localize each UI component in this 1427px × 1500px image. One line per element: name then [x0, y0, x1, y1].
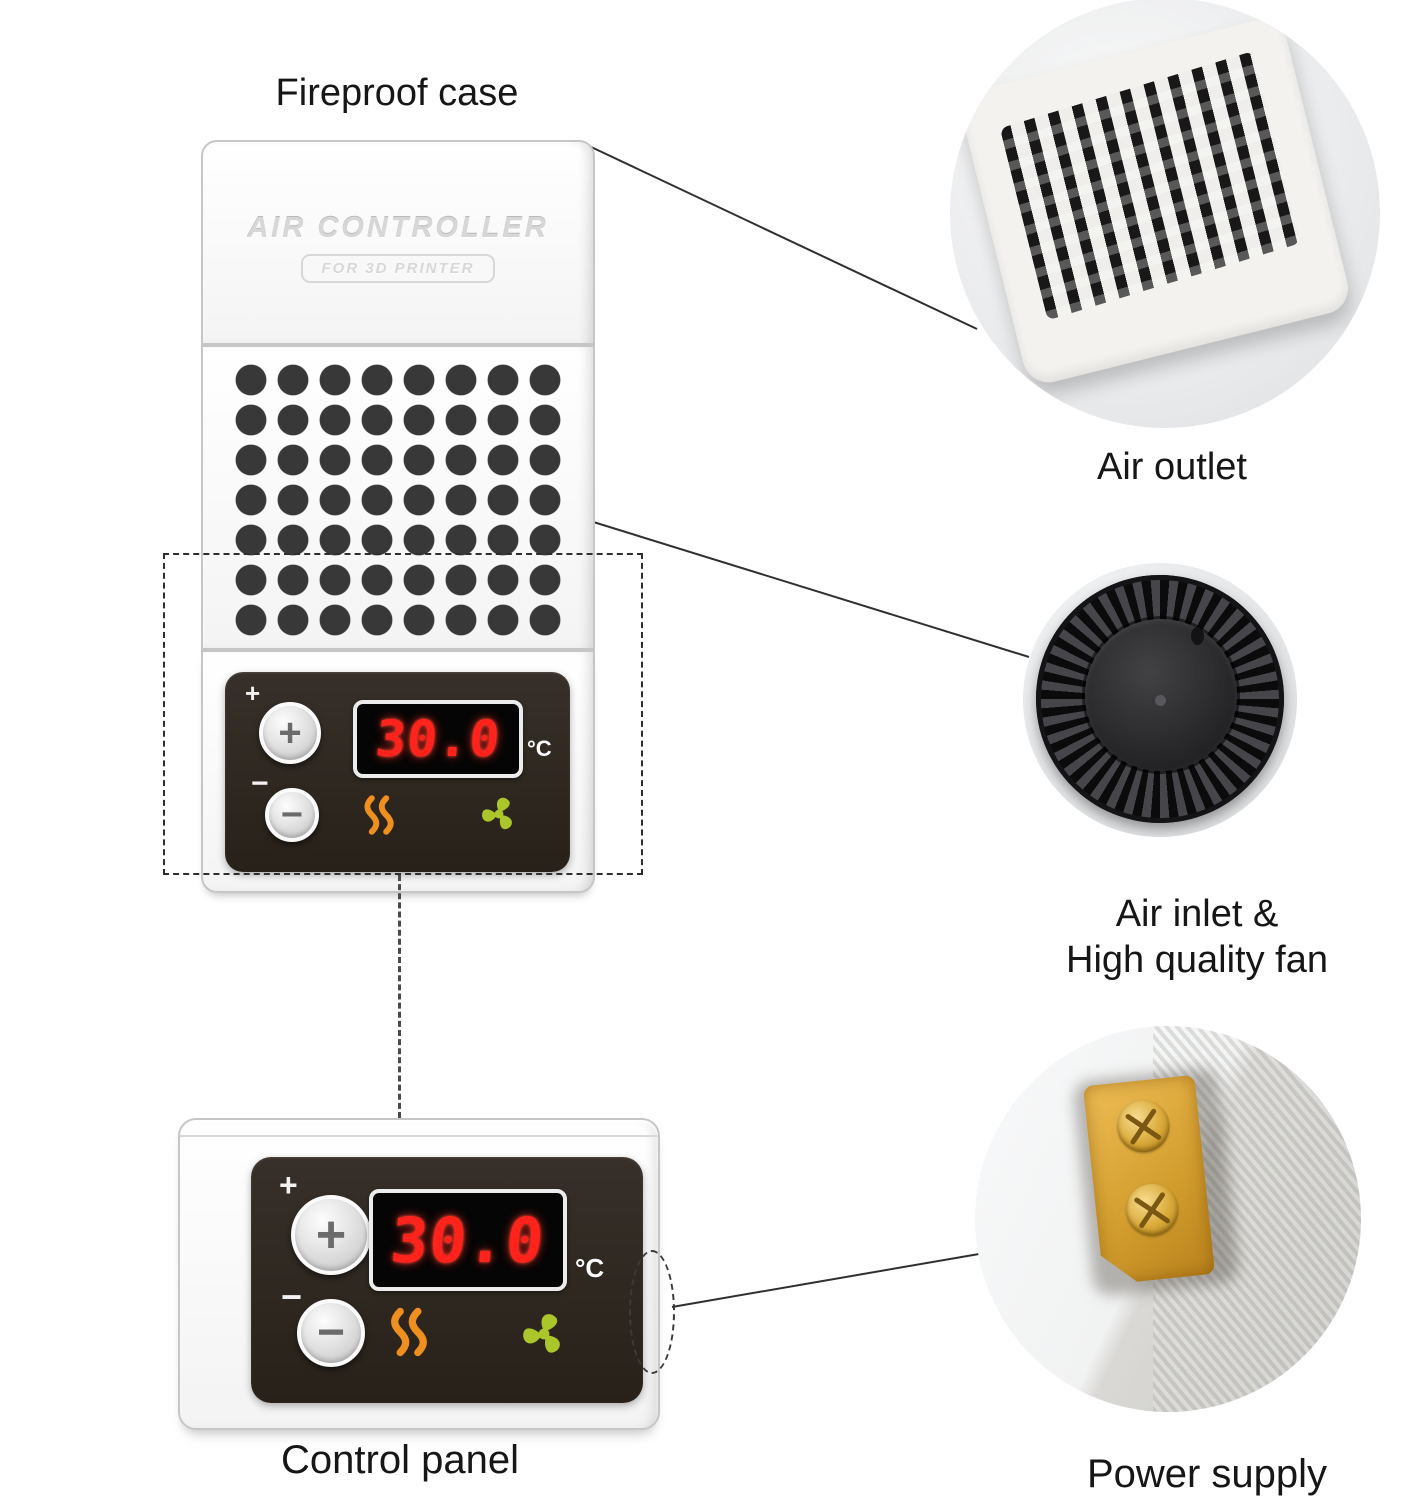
plus-button-glyph: +: [315, 1206, 347, 1264]
heat-waves-icon: [361, 794, 397, 836]
label-air-outlet: Air outlet: [1097, 446, 1247, 488]
connector-screw-top: [1115, 1098, 1172, 1155]
fan-hub-screw: [1155, 695, 1166, 706]
minus-button-glyph: −: [280, 794, 304, 836]
connector-screw-bottom: [1124, 1181, 1181, 1238]
device-top-section: AIR CONTROLLER FOR 3D PRINTER: [201, 140, 595, 345]
minus-printed-label: −: [251, 767, 269, 800]
heat-waves-icon: [387, 1307, 431, 1357]
plus-printed-label: +: [279, 1167, 298, 1203]
brand-subtext-wrap: FOR 3D PRINTER: [203, 254, 593, 283]
label-fireproof-case: Fireproof case: [275, 72, 519, 114]
dashed-connector-line: [398, 875, 401, 1118]
fan-hub-mark: [1191, 627, 1204, 645]
minus-button-glyph: −: [316, 1306, 346, 1359]
temperature-unit: °C: [527, 736, 552, 761]
air-outlet-device-corner: [956, 14, 1354, 388]
label-control-panel: Control panel: [281, 1438, 519, 1482]
label-power-supply: Power supply: [1086, 1452, 1328, 1496]
temperature-value: 30.0: [388, 1203, 548, 1277]
fan-blades-icon: [477, 792, 521, 836]
plus-button: +: [291, 1195, 371, 1275]
plus-printed-label: +: [245, 678, 261, 708]
minus-button: −: [297, 1299, 365, 1367]
device-lid-line: [180, 1135, 658, 1137]
fan-blades-icon: [517, 1307, 571, 1361]
control-panel-small: + + − − 30.0 °C: [225, 672, 570, 872]
grille-dots: [230, 360, 566, 640]
screw-slot: [1138, 1191, 1165, 1228]
minus-button: −: [265, 788, 319, 842]
brand-subtext: FOR 3D PRINTER: [301, 254, 495, 283]
screw-slot: [1130, 1108, 1157, 1145]
temperature-display: 30.0: [369, 1189, 567, 1291]
brand-text: AIR CONTROLLER: [247, 212, 549, 244]
fan-photo: [1023, 563, 1297, 837]
label-air-inlet: Air inlet & High quality fan: [997, 891, 1397, 983]
highlight-dashed-rect: [163, 553, 643, 875]
temperature-unit: °C: [575, 1253, 605, 1283]
minus-printed-label: −: [281, 1276, 303, 1317]
plus-button: +: [259, 702, 321, 764]
control-panel-enlarged: + + − − 30.0 °C: [251, 1157, 643, 1403]
power-supply-photo: [975, 1026, 1361, 1412]
label-air-inlet-line1: Air inlet &: [1115, 893, 1279, 935]
air-outlet-grille: [999, 51, 1301, 321]
xt60-connector: [1083, 1075, 1215, 1286]
plus-button-glyph: +: [278, 711, 302, 755]
power-port-ellipse: [629, 1250, 675, 1374]
air-outlet-photo: [950, 0, 1380, 428]
temperature-display: 30.0: [353, 700, 523, 778]
device-grille-section: [201, 345, 595, 650]
label-air-inlet-line2: High quality fan: [1066, 939, 1328, 981]
